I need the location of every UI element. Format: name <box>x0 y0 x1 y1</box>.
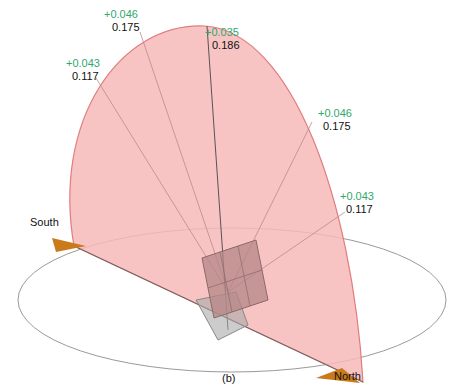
value-change: +0.043 <box>340 190 374 202</box>
pv-panel <box>196 240 268 340</box>
panel-letter: (b) <box>222 372 235 384</box>
value-change: +0.046 <box>318 107 352 119</box>
value: 0.117 <box>72 70 99 82</box>
value-change: +0.035 <box>205 26 239 38</box>
sun-marker-south <box>52 238 86 252</box>
value: 0.175 <box>323 120 351 132</box>
value: 0.186 <box>212 39 240 51</box>
value-change: +0.043 <box>66 57 100 69</box>
direction-label: South <box>30 216 59 228</box>
direction-label: North <box>334 370 361 382</box>
value: 0.175 <box>112 21 140 33</box>
sun-path-arc <box>70 26 363 382</box>
sun-marker-north <box>316 368 360 383</box>
value-change: +0.046 <box>104 8 138 20</box>
value: 0.117 <box>346 203 373 215</box>
